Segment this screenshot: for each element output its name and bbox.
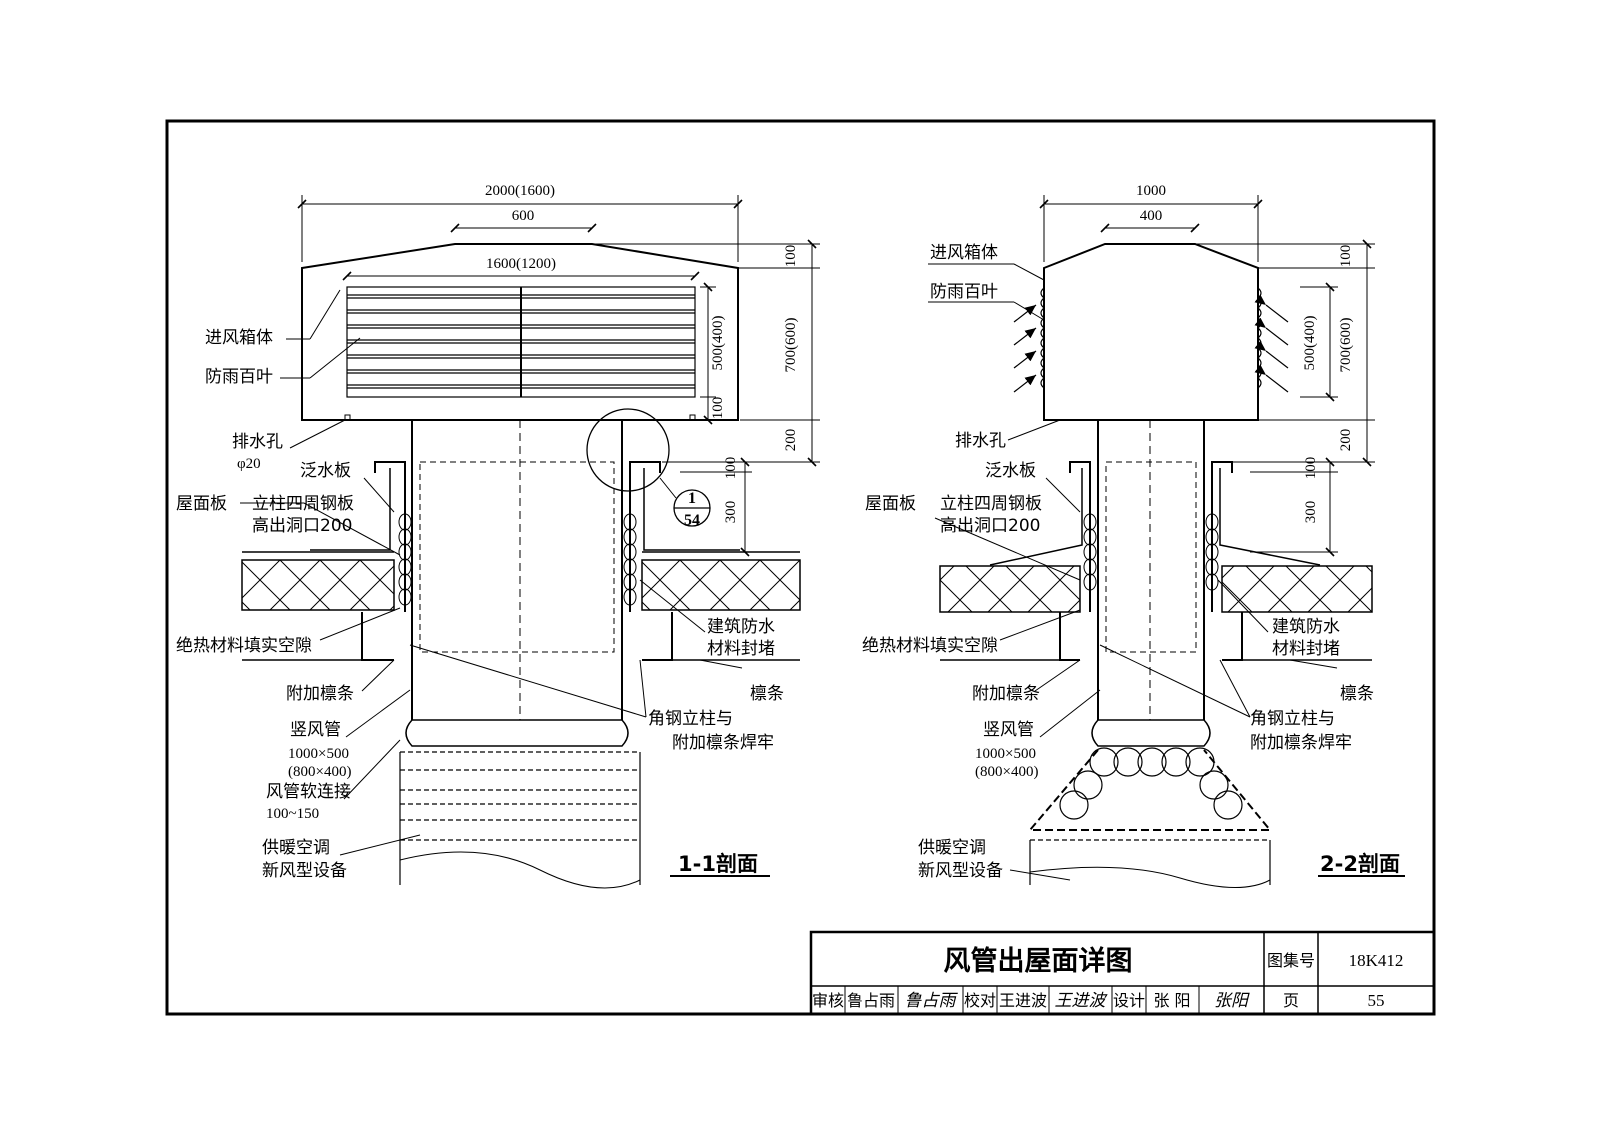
s2-label-weld-2: 附加檩条焊牢	[1250, 733, 1352, 753]
s2-label-riser: 竖风管	[983, 720, 1034, 740]
flex-connection	[405, 719, 629, 747]
leaders-1	[240, 289, 770, 877]
s1-label-riser-size-1: 1000×500	[288, 746, 349, 762]
designer-name: 张 阳	[1153, 991, 1190, 1010]
s1-dim-total: 2000(1600)	[485, 183, 555, 199]
page-label: 页	[1283, 991, 1299, 1010]
s1-dim-bottom: 100	[710, 397, 726, 420]
s1-dim-center: 600	[512, 208, 535, 224]
s1-label-insulation: 绝热材料填实空隙	[176, 636, 312, 656]
s1-label-equip-1: 供暖空调	[262, 838, 330, 858]
s2-label-riser-size-2: (800×400)	[975, 764, 1038, 780]
s1-dim-flash: 100	[723, 457, 739, 480]
s2-dim-flash: 100	[1303, 457, 1319, 480]
checker-name: 王进波	[999, 991, 1047, 1010]
s1-label-inlet-box: 进风箱体	[205, 328, 273, 348]
drawing-title: 风管出屋面详图	[944, 945, 1133, 977]
s1-label-waterproof-1: 建筑防水	[707, 617, 775, 637]
s1-label-drain-hole: 排水孔	[232, 432, 283, 452]
s2-label-roof-panel: 屋面板	[865, 494, 916, 514]
s2-label-rain-louver: 防雨百叶	[930, 282, 998, 302]
detail-circle	[586, 408, 670, 492]
transition-2	[1027, 747, 1273, 888]
detail-ref-bottom: 54	[684, 512, 700, 529]
s2-dim-center: 400	[1140, 208, 1163, 224]
s2-dim-top: 100	[1338, 245, 1354, 268]
s2-label-extra-purlin: 附加檩条	[972, 684, 1040, 704]
dim-lines-1	[297, 195, 820, 557]
s2-label-flashing: 泛水板	[985, 461, 1036, 481]
s2-label-steel-plate-1: 立柱四周钢板	[940, 494, 1042, 514]
s1-label-flex-1: 风管软连接	[266, 782, 351, 802]
atlas-label: 图集号	[1267, 951, 1315, 970]
section-1-1	[240, 195, 820, 889]
s2-label-weld-1: 角钢立柱与	[1250, 709, 1335, 729]
reviewer-name: 鲁占雨	[847, 991, 895, 1010]
s1-label-rain-louver: 防雨百叶	[205, 367, 273, 387]
review-label: 审核	[812, 991, 844, 1010]
reviewer-signature: 鲁占雨	[905, 991, 959, 1011]
s1-label-drain-dia: φ20	[237, 456, 261, 472]
section-2-2	[928, 195, 1405, 888]
design-label: 设计	[1113, 991, 1145, 1010]
s2-label-steel-plate-2: 高出洞口200	[940, 516, 1040, 536]
s2-dim-louver-h: 500(400)	[1302, 316, 1318, 371]
s1-label-steel-plate-2: 高出洞口200	[252, 516, 352, 536]
section-1-1-title: 1-1剖面	[678, 852, 758, 876]
s2-dim-box-h: 700(600)	[1338, 318, 1354, 373]
s1-label-steel-plate-1: 立柱四周钢板	[252, 494, 354, 514]
s2-label-equip-1: 供暖空调	[918, 838, 986, 858]
s1-label-extra-purlin: 附加檩条	[286, 684, 354, 704]
s1-dim-box-h: 700(600)	[783, 318, 799, 373]
detail-ref-top: 1	[688, 490, 696, 507]
s2-label-purlin: 檩条	[1340, 684, 1374, 704]
s1-label-waterproof-2: 材料封堵	[707, 639, 775, 659]
rain-louver	[346, 286, 696, 398]
atlas-number: 18K412	[1349, 951, 1404, 970]
sealant-right	[623, 513, 637, 606]
sealant-left	[398, 513, 412, 606]
s1-dim-curb: 300	[723, 501, 739, 524]
inlet-box-outline-2	[1043, 243, 1259, 421]
s1-label-equip-2: 新风型设备	[262, 861, 347, 881]
s2-label-insulation: 绝热材料填实空隙	[862, 636, 998, 656]
s2-dim-base: 200	[1338, 429, 1354, 452]
s1-label-weld-2: 附加檩条焊牢	[672, 733, 774, 753]
designer-signature: 张阳	[1214, 991, 1250, 1011]
roof-panel	[241, 551, 801, 661]
flex-connection-2	[1091, 719, 1211, 747]
s2-label-riser-size-1: 1000×500	[975, 746, 1036, 762]
page-number: 55	[1368, 991, 1385, 1010]
s1-label-weld-1: 角钢立柱与	[648, 709, 733, 729]
s1-dim-louver: 1600(1200)	[486, 256, 556, 272]
s2-label-equip-2: 新风型设备	[918, 861, 1003, 881]
sheet-border	[165, 119, 1436, 1016]
checker-signature: 王进波	[1055, 991, 1109, 1011]
section-2-2-title: 2-2剖面	[1320, 852, 1400, 876]
s1-dim-base: 200	[783, 429, 799, 452]
s1-label-riser-size-2: (800×400)	[288, 764, 351, 780]
s1-dim-louver-h: 500(400)	[710, 316, 726, 371]
s2-label-waterproof-1: 建筑防水	[1272, 617, 1340, 637]
s2-label-waterproof-2: 材料封堵	[1272, 639, 1340, 659]
s1-label-flex-2: 100~150	[266, 806, 319, 822]
check-label: 校对	[964, 991, 996, 1010]
s1-dim-top: 100	[783, 245, 799, 268]
s2-dim-curb: 300	[1303, 501, 1319, 524]
s2-dim-total: 1000	[1136, 183, 1166, 199]
s2-label-inlet-box: 进风箱体	[930, 243, 998, 263]
s1-label-flashing: 泛水板	[300, 461, 351, 481]
s1-label-purlin: 檩条	[750, 684, 784, 704]
s1-label-riser: 竖风管	[290, 720, 341, 740]
s1-label-roof-panel: 屋面板	[176, 494, 227, 514]
s2-label-drain-hole: 排水孔	[955, 431, 1006, 451]
title-block	[809, 930, 1436, 1016]
side-louvers	[1013, 287, 1289, 393]
equipment-1	[399, 751, 641, 889]
